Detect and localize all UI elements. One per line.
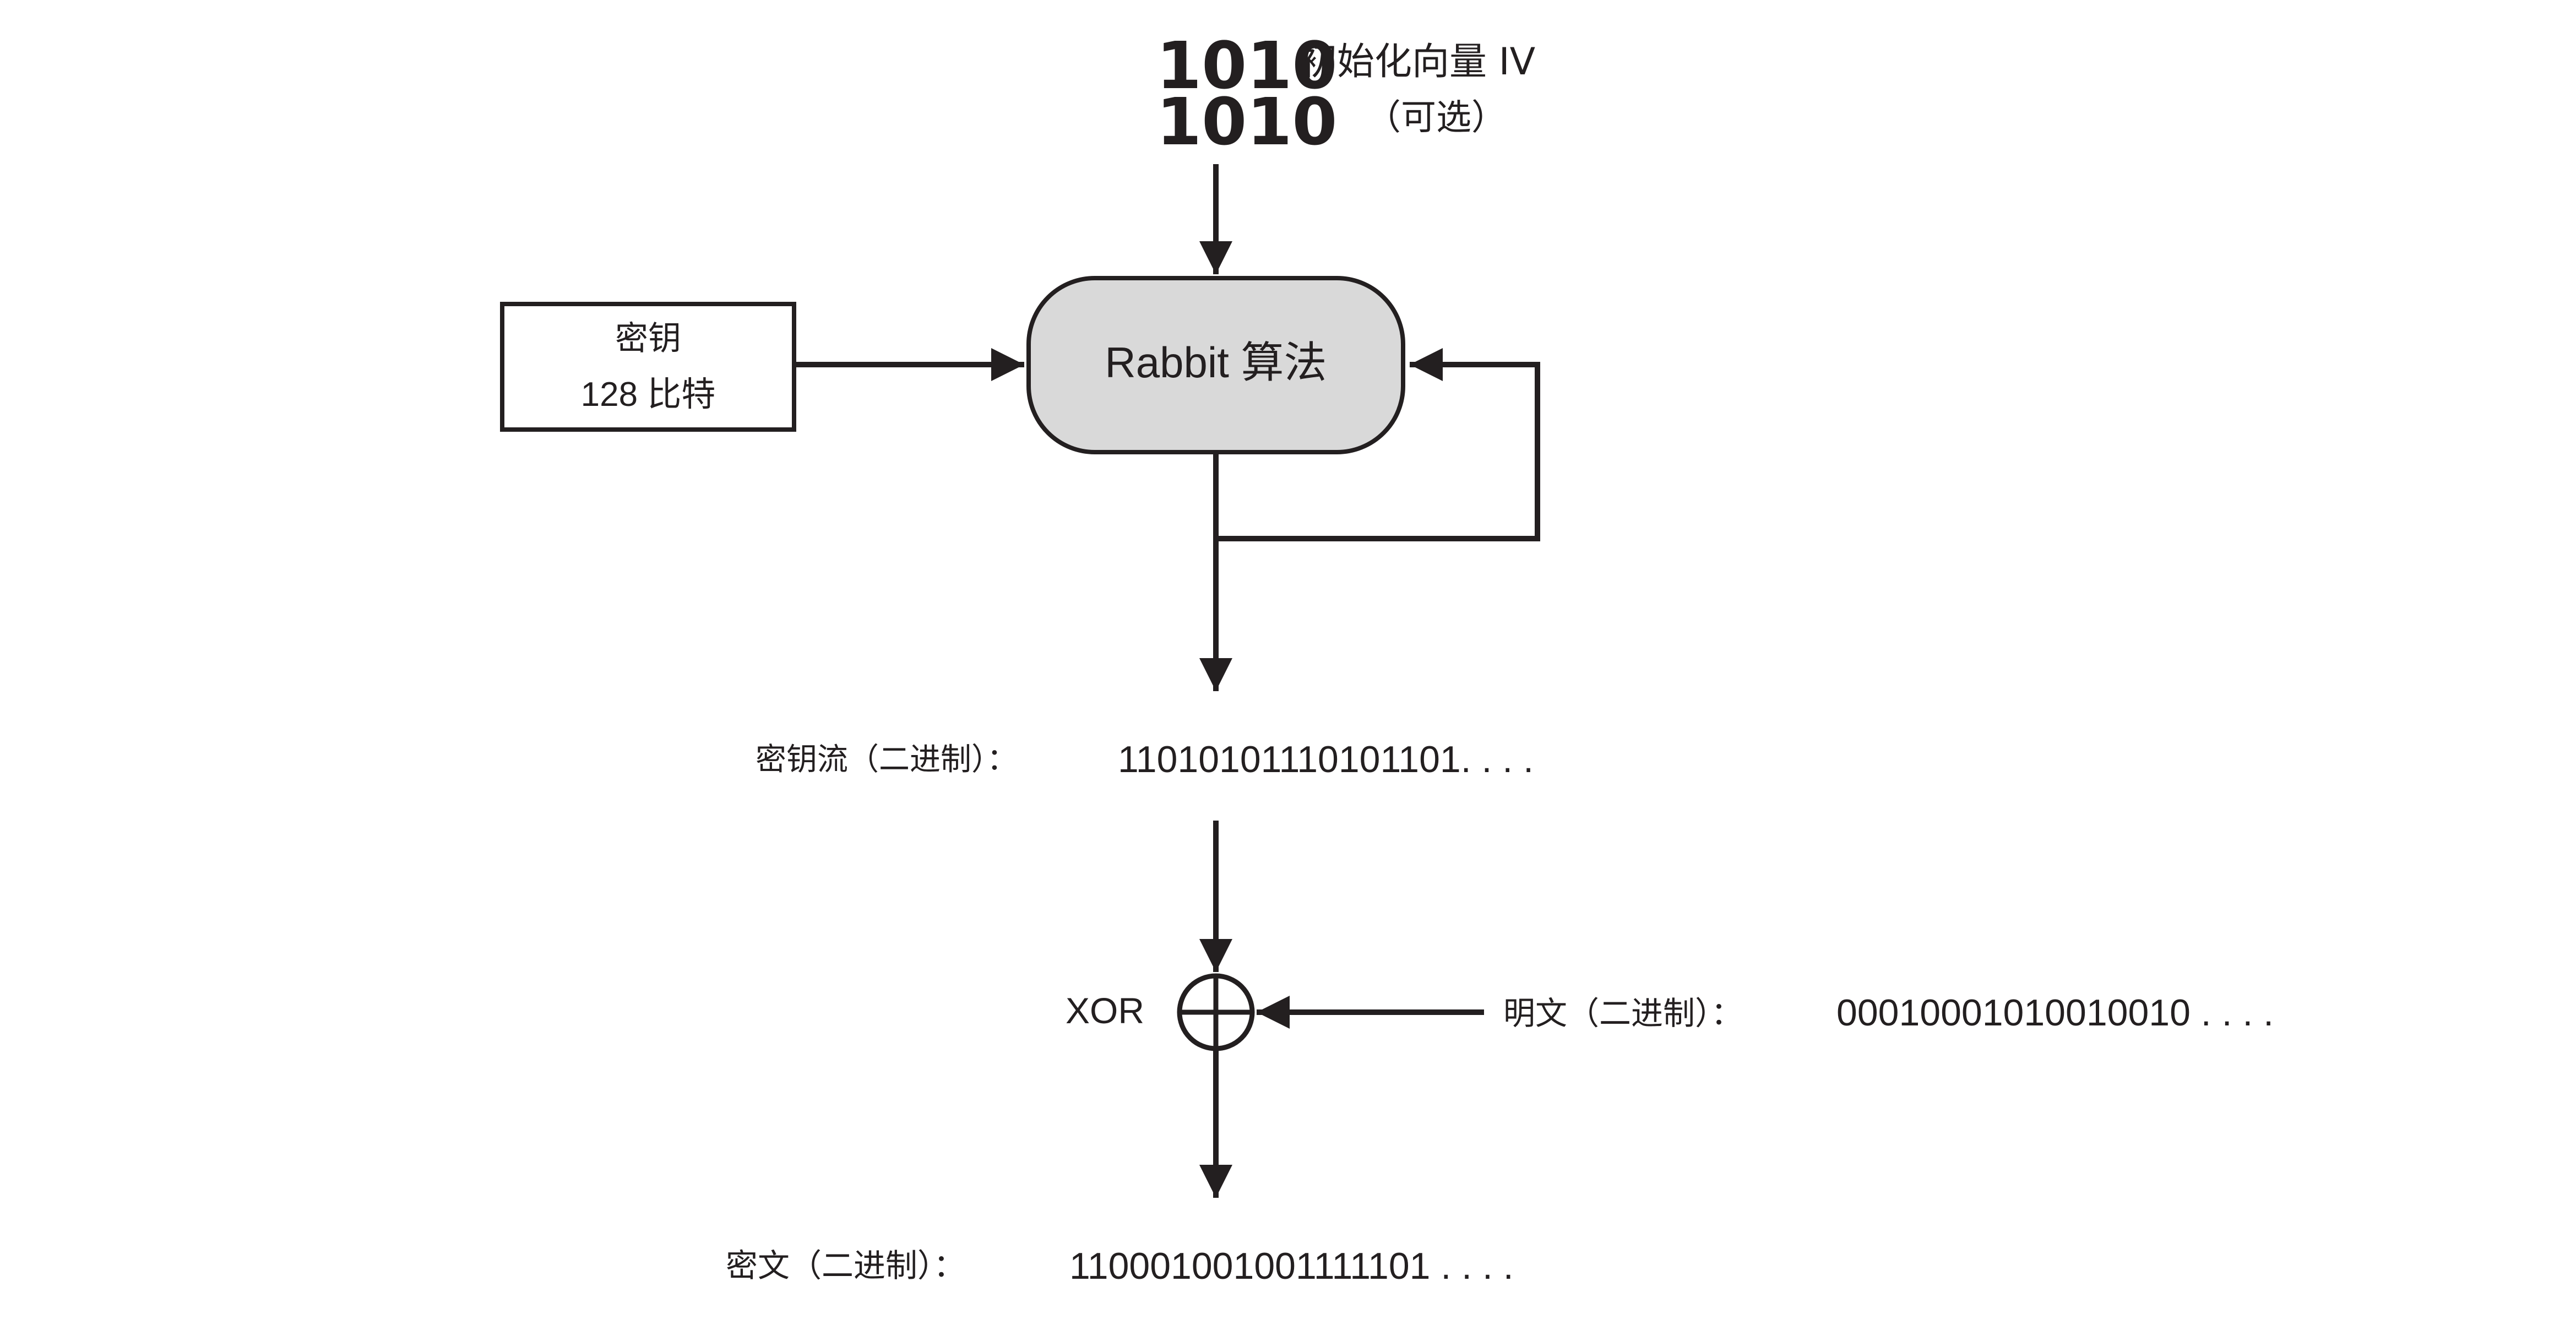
key-box: 密钥 128 比特 bbox=[500, 302, 796, 432]
key-label: 密钥 bbox=[615, 319, 681, 358]
key-size-label: 128 比特 bbox=[581, 376, 716, 414]
keystream-label: 密钥流（二进制）： bbox=[756, 742, 1018, 778]
keystream-value: 11010101110101101. . . . bbox=[1118, 739, 1534, 780]
xor-label: XOR bbox=[1066, 990, 1144, 1031]
iv-bits-line2: 1010 bbox=[1156, 84, 1337, 160]
key-box-frame bbox=[500, 302, 796, 432]
algorithm-label: Rabbit 算法 bbox=[1105, 338, 1327, 387]
plaintext-label: 明文（二进制）： bbox=[1503, 995, 1743, 1032]
plaintext-value: 00010001010010010 . . . . bbox=[1836, 992, 2274, 1034]
algorithm-box: Rabbit 算法 bbox=[1026, 276, 1405, 454]
ciphertext-label: 密文（二进制）： bbox=[726, 1247, 965, 1284]
xor-circle-plus-icon bbox=[1177, 973, 1255, 1051]
iv-bits-line1: 1010 bbox=[1156, 28, 1337, 104]
iv-label: 初始化向量 IV bbox=[1300, 40, 1535, 84]
iv-optional-label: （可选） bbox=[1366, 97, 1507, 138]
ciphertext-value: 110001001001111101 . . . . bbox=[1069, 1245, 1514, 1287]
feedback-loop-arrow bbox=[1213, 348, 1540, 541]
binary-icon: 1010 1010 bbox=[1156, 28, 1337, 160]
